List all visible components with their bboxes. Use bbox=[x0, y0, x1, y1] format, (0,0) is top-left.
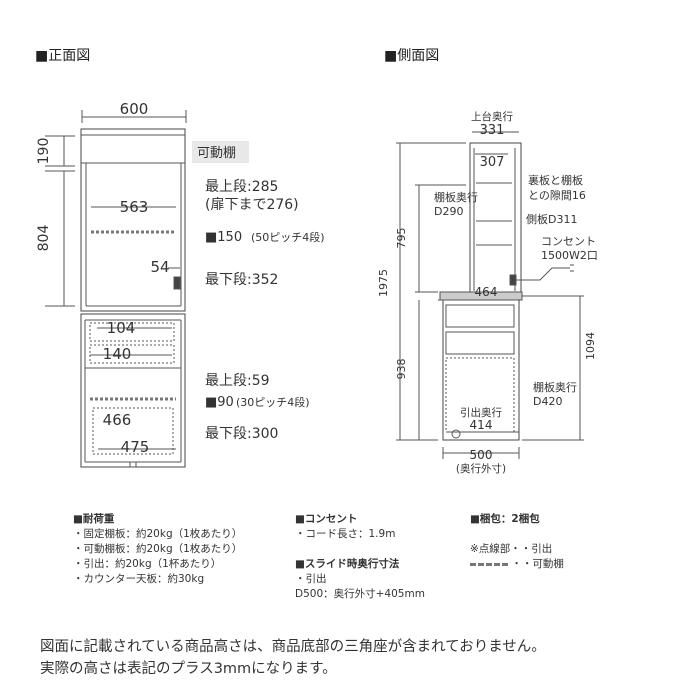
front-view-drawing: 600 190 804 563 54 104 140 466 475 可動棚 最… bbox=[36, 100, 325, 468]
lower-top-shelf-label: 最上段:59 bbox=[205, 373, 270, 389]
side-1094-label: 1094 bbox=[584, 332, 597, 360]
lower-shelf-depth-label: 棚板奥行 bbox=[533, 380, 577, 394]
legend-dotted: ※点線部・・引出 bbox=[470, 543, 553, 555]
legend: ※点線部・・引出 ・・可動棚 bbox=[470, 542, 564, 572]
upper-pitch-label: ■150 bbox=[205, 230, 242, 245]
package-notes: ■梱包：2梱包 bbox=[470, 512, 540, 527]
drawer-depth-label: 引出奥行 bbox=[460, 406, 502, 419]
front-475-label: 475 bbox=[121, 438, 150, 456]
outlet-notes: ■コンセント ・コード長さ：1.9m bbox=[295, 512, 395, 542]
side-1975-label: 1975 bbox=[377, 269, 390, 297]
slide-line: ・引出 bbox=[295, 573, 327, 585]
front-104-label: 104 bbox=[107, 319, 136, 337]
slide-line: D500：奥行外寸+405mm bbox=[295, 588, 425, 600]
front-upper-height-label: 804 bbox=[36, 225, 52, 252]
outlet-line: ・コード長さ：1.9m bbox=[295, 528, 396, 540]
front-top-height-label: 190 bbox=[36, 138, 52, 165]
upper-top-shelf-label: 最上段:285 bbox=[205, 179, 278, 195]
movable-shelf-label: 可動棚 bbox=[197, 146, 236, 161]
front-width-label: 600 bbox=[120, 100, 149, 118]
dashed-swatch bbox=[470, 562, 508, 566]
side-307-label: 307 bbox=[480, 155, 505, 170]
front-140-label: 140 bbox=[103, 345, 132, 363]
lower-pitch-note: (30ピッチ4段) bbox=[236, 395, 310, 409]
footer-line-2: 実際の高さは表記のプラス3mmになります。 bbox=[40, 661, 337, 677]
side-331-label: 331 bbox=[480, 123, 505, 138]
legend-dashed-row: ・・可動棚 bbox=[470, 557, 564, 572]
top-depth-label: 上台奥行 bbox=[471, 110, 513, 123]
load-line: ・固定棚板：約20kg（1枚あたり） bbox=[73, 528, 243, 540]
outlet-title: ■コンセント bbox=[295, 513, 358, 525]
side-938-label: 938 bbox=[395, 359, 408, 380]
side-795-label: 795 bbox=[395, 228, 408, 249]
side-414-label: 414 bbox=[470, 418, 493, 432]
upper-top-note: (扉下まで276) bbox=[205, 197, 299, 213]
load-line: ・可動棚板：約20kg（1枚あたり） bbox=[73, 543, 243, 555]
lower-bottom-shelf-label: 最下段:300 bbox=[205, 426, 278, 442]
lower-pitch-label: ■90 bbox=[205, 395, 234, 410]
slide-notes: ■スライド時奥行寸法 ・引出 D500：奥行外寸+405mm bbox=[295, 557, 425, 602]
outlet-label: コンセント bbox=[541, 235, 596, 248]
footer-line-1: 図面に記載されている商品高さは、商品底部の三角座が含まれておりません。 bbox=[40, 639, 546, 655]
load-line: ・カウンター天板：約30kg bbox=[73, 573, 205, 585]
side-view-title: ■側面図 bbox=[384, 48, 440, 64]
gap-label-2: との隙間16 bbox=[528, 188, 586, 202]
outer-depth-label: (奥行外寸) bbox=[456, 462, 506, 475]
legend-dashed: ・・可動棚 bbox=[511, 558, 564, 570]
shelf-depth-label: 棚板奥行 bbox=[434, 190, 478, 204]
load-title: ■耐荷重 bbox=[73, 513, 115, 525]
side-panel-label: 側板D311 bbox=[526, 212, 577, 226]
outlet-spec: 1500W2口 bbox=[541, 249, 598, 262]
slide-title: ■スライド時奥行寸法 bbox=[295, 558, 400, 570]
footer-note: 図面に記載されている商品高さは、商品底部の三角座が含まれておりません。 実際の高… bbox=[40, 636, 546, 680]
upper-bottom-shelf-label: 最下段:352 bbox=[205, 272, 278, 288]
front-466-label: 466 bbox=[103, 411, 132, 429]
package-title: ■梱包：2梱包 bbox=[470, 513, 540, 525]
lower-shelf-depth-value: D420 bbox=[533, 395, 562, 408]
side-500-label: 500 bbox=[470, 448, 493, 462]
upper-pitch-note: (50ピッチ4段) bbox=[251, 230, 325, 244]
side-464-label: 464 bbox=[475, 285, 498, 299]
load-capacity-notes: ■耐荷重 ・固定棚板：約20kg（1枚あたり） ・可動棚板：約20kg（1枚あた… bbox=[73, 512, 242, 587]
front-54-label: 54 bbox=[150, 258, 169, 276]
side-view-drawing: 上台奥行 331 307 裏板と棚板 との隙間16 棚板奥行 D290 側板D3… bbox=[377, 110, 598, 475]
gap-label-1: 裏板と棚板 bbox=[528, 173, 583, 187]
shelf-depth-value: D290 bbox=[434, 205, 463, 218]
load-line: ・引出：約20kg（1杯あたり） bbox=[73, 558, 222, 570]
front-inner-width-label: 563 bbox=[120, 198, 149, 216]
front-view-title: ■正面図 bbox=[35, 48, 91, 64]
